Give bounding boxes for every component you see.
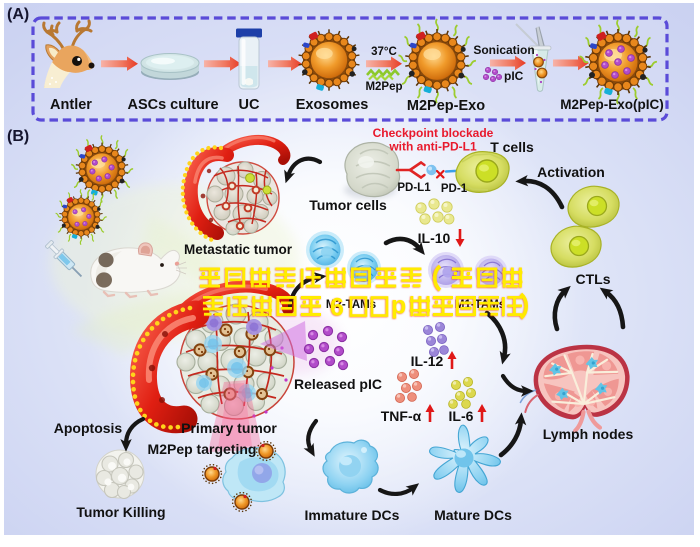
svg-text:Metastatic tumor: Metastatic tumor	[184, 242, 293, 257]
svg-text:with anti-PD-L1: with anti-PD-L1	[388, 140, 477, 154]
svg-text:CTLs: CTLs	[576, 271, 611, 287]
svg-text:M2Pep-Exo: M2Pep-Exo	[407, 98, 485, 114]
svg-text:M2Pep: M2Pep	[365, 81, 402, 93]
svg-text:Exosomes: Exosomes	[296, 97, 369, 113]
svg-text:Primary tumor: Primary tumor	[181, 420, 277, 436]
svg-text:Mature DCs: Mature DCs	[434, 507, 512, 523]
svg-text:PD-1: PD-1	[441, 183, 468, 195]
svg-text:6: 6	[330, 294, 344, 322]
svg-text:Checkpoint blockade: Checkpoint blockade	[373, 126, 494, 140]
svg-text:Apoptosis: Apoptosis	[54, 420, 123, 436]
svg-text:pIC: pIC	[504, 69, 524, 83]
svg-text:Activation: Activation	[537, 164, 605, 180]
svg-text:Sonication: Sonication	[473, 43, 534, 57]
svg-text:Tumor Killing: Tumor Killing	[76, 504, 165, 520]
svg-text:M2Pep-Exo(pIC): M2Pep-Exo(pIC)	[560, 97, 664, 112]
svg-text:Immature DCs: Immature DCs	[305, 507, 400, 523]
svg-text:p: p	[391, 292, 406, 320]
svg-text:Released pIC: Released pIC	[294, 376, 382, 392]
svg-text:(A): (A)	[7, 6, 29, 23]
svg-text:(B): (B)	[7, 128, 29, 145]
svg-text:TNF-α: TNF-α	[381, 408, 422, 424]
svg-text:Antler: Antler	[50, 97, 92, 113]
svg-text:T cells: T cells	[490, 139, 534, 155]
svg-text:IL-6: IL-6	[449, 408, 474, 424]
svg-text:IL-12: IL-12	[411, 353, 444, 369]
svg-text:M2Pep targeting: M2Pep targeting	[148, 441, 257, 457]
svg-text:ASCs culture: ASCs culture	[127, 97, 218, 113]
svg-text:Lymph nodes: Lymph nodes	[543, 426, 634, 442]
svg-text:PD-L1: PD-L1	[397, 182, 431, 194]
svg-text:Tumor cells: Tumor cells	[309, 197, 387, 213]
svg-text:IL-10: IL-10	[418, 230, 451, 246]
svg-text:UC: UC	[239, 97, 260, 113]
svg-text:37°C: 37°C	[371, 46, 397, 58]
